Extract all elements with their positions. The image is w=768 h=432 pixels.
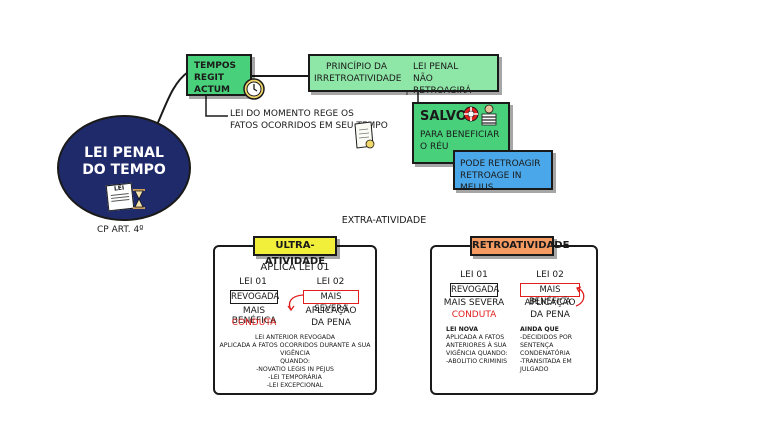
main-title-line1: LEI PENAL <box>84 145 164 161</box>
retro-lei01: LEI 01 <box>460 270 488 280</box>
nao-retroagira-box: LEI PENAL NÃO RETROAGIRÁ <box>403 54 499 96</box>
retro-left-line5: -ABOLITIO CRIMINIS <box>446 358 508 365</box>
retro-panel <box>430 245 598 395</box>
ultra-title: ULTRA-ATIVIDADE <box>253 236 337 267</box>
ultra-lei02: LEI 02 <box>316 277 345 287</box>
ultra-bullet3: -LEI EXCEPCIONAL <box>266 382 324 389</box>
ultra-note: LEI ANTERIOR REVOGADA APLICADA A FATOS O… <box>213 334 377 390</box>
ultra-mais-severa: MAIS SEVERA <box>303 290 359 314</box>
salvo-title: SALVO <box>420 109 467 124</box>
principio-right-line2: NÃO RETROAGIRÁ <box>413 74 472 96</box>
lifebuoy-icon <box>463 106 479 122</box>
retro-mais-benefica: MAIS BENÉFICA <box>520 283 580 307</box>
tempus-note-line2: FATOS OCORRIDOS EM SEU TEMPO <box>230 121 388 131</box>
retroage-line2: RETROAGE IN MELIUS <box>460 171 522 193</box>
main-title: LEI PENAL DO TEMPO <box>57 145 191 179</box>
retro-left-line2: APLICADA A FATOS <box>446 334 505 341</box>
ultra-panel <box>213 245 377 395</box>
ultra-conduta: CONDUTA <box>231 318 277 328</box>
retro-revogada: REVOGADA <box>450 283 500 297</box>
retroage-box: PODE RETROAGIR RETROAGE IN MELIUS <box>453 150 553 193</box>
retro-mais-severa: MAIS SEVERA <box>443 298 505 308</box>
document-icon: LEI <box>105 182 135 212</box>
hourglass-icon <box>133 189 145 209</box>
scroll-icon <box>354 121 375 149</box>
ultra-lei01: LEI 01 <box>239 277 267 287</box>
main-title-line2: DO TEMPO <box>82 162 166 178</box>
principio-line1: PRINCÍPIO DA <box>326 62 387 72</box>
principio-line2: IRRETROATIVIDADE <box>314 74 402 84</box>
retro-left-note: LEI NOVA APLICADA A FATOS ANTERIORES À S… <box>446 326 516 366</box>
tempus-note-line1: LEI DO MOMENTO REGE OS <box>230 109 354 119</box>
ultra-note-line3: QUANDO: <box>280 358 310 365</box>
ultra-note-line1: LEI ANTERIOR REVOGADA <box>254 334 336 341</box>
main-reference: CP ART. 4º <box>97 225 144 235</box>
retro-right-line1: AINDA QUE <box>520 326 559 333</box>
ultra-arrow <box>287 294 304 312</box>
ultra-revogada: REVOGADA <box>230 290 280 304</box>
retro-right-line5: JULGADO <box>520 366 549 373</box>
retro-left-line3: ANTERIORES À SUA <box>446 342 507 349</box>
tempus-line1: TEMPOS REGIT <box>194 61 236 83</box>
retro-title: RETROATIVIDADE <box>470 236 569 256</box>
retro-left-line4: VIGÊNCIA QUANDO: <box>446 350 508 357</box>
salvo-line2: O RÉU <box>420 142 449 152</box>
retro-right-line2: -DECIDIDOS POR <box>520 334 573 341</box>
ultra-da-pena: DA PENA <box>311 318 351 328</box>
ultra-bullet2: -LEI TEMPORÁRIA <box>268 374 322 381</box>
tempus-regit-box: TEMPOS REGIT ACTUM <box>186 54 252 96</box>
principio-right-line1: LEI PENAL <box>413 62 459 72</box>
tempus-line2: ACTUM <box>194 85 230 95</box>
principio-box: PRINCÍPIO DA IRRETROATIVIDADE <box>308 54 405 92</box>
retro-conduta: CONDUTA <box>451 310 497 320</box>
retro-right-line3: SENTENÇA CONDENATÓRIA <box>520 342 570 357</box>
retro-left-line1: LEI NOVA <box>446 326 479 333</box>
salvo-line1: PARA BENEFICIAR <box>420 130 500 140</box>
retro-right-note: AINDA QUE -DECIDIDOS POR SENTENÇA CONDEN… <box>520 326 596 374</box>
retro-right-line4: -TRANSITADA EM <box>520 358 572 365</box>
retro-aplicacao: APLICAÇÃO <box>524 298 576 308</box>
ultra-mais-benefica: MAIS BENÉFICA <box>231 306 277 326</box>
retro-arrow <box>575 286 585 307</box>
ultra-note-line2: APLICADA A FATOS OCORRIDOS DURANTE A SUA… <box>219 342 371 357</box>
retro-da-pena: DA PENA <box>530 310 570 320</box>
extra-title: EXTRA-ATIVIDADE <box>341 215 427 226</box>
ultra-bullet1: -NOVATIO LEGIS IN PEJUS <box>256 366 334 373</box>
ultra-heading: APLICA LEI 01 <box>260 262 330 273</box>
prisoner-icon <box>481 104 497 126</box>
tempus-note: LEI DO MOMENTO REGE OS FATOS OCORRIDOS E… <box>230 108 388 132</box>
retro-lei02: LEI 02 <box>536 270 564 280</box>
retroage-line1: PODE RETROAGIR <box>460 159 541 169</box>
ultra-aplicacao: APLICAÇÃO <box>305 306 357 316</box>
clock-icon <box>243 78 265 100</box>
